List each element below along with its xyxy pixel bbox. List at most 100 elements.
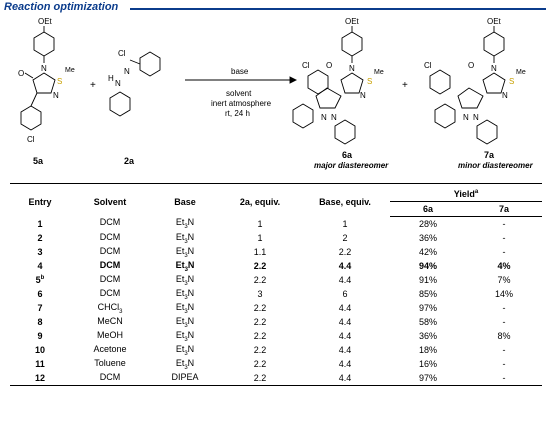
- product-6a-structure: OEt N O S Me N Cl N N 6a major diastereo…: [292, 17, 389, 170]
- svg-text:S: S: [509, 77, 514, 86]
- cell-yield-7a: -: [502, 233, 506, 243]
- cell-yield-6a: 91%: [418, 275, 437, 285]
- cell-base: Et3N: [175, 301, 195, 315]
- optimization-table: Entry Solvent Base 2a, equiv. Base, equi…: [10, 183, 542, 387]
- cell-yield-6a: 42%: [418, 247, 437, 257]
- svg-text:N: N: [491, 64, 497, 73]
- cell-base-equiv: 1: [342, 218, 348, 229]
- arrow-condition-time: rt, 24 h: [225, 109, 250, 118]
- cell-yield-7a: -: [502, 303, 506, 313]
- cell-base: Et3N: [175, 315, 195, 329]
- cell-solvent: DCM: [99, 287, 121, 298]
- cell-yield-7a: -: [502, 359, 506, 369]
- table-header-row: Entry Solvent Base 2a, equiv. Base, equi…: [10, 187, 542, 207]
- cell-2a-equiv: 2.2: [253, 331, 267, 341]
- cell-yield-6a: 18%: [418, 345, 437, 355]
- cell-solvent: DCM: [99, 259, 121, 270]
- reaction-scheme-drawing: OEt N O S Me N Cl 5a + Cl N H N 2a: [18, 17, 534, 170]
- svg-text:N: N: [115, 79, 121, 88]
- svg-text:S: S: [57, 77, 62, 86]
- svg-text:S: S: [367, 77, 372, 86]
- cell-yield-6a: 58%: [418, 317, 437, 327]
- cell-base: Et3N: [175, 343, 195, 357]
- header-entry: Entry: [28, 196, 52, 207]
- cell-base: Et3N: [175, 217, 195, 231]
- svg-text:Cl: Cl: [302, 61, 310, 70]
- svg-text:Cl: Cl: [118, 49, 126, 58]
- cell-base: Et3N: [175, 273, 195, 287]
- cell-base-equiv: 4.4: [338, 261, 352, 271]
- plus-sign-2: +: [402, 80, 408, 91]
- header-rule: [130, 8, 546, 10]
- cell-entry: 1: [37, 218, 43, 229]
- cell-2a-equiv: 1: [257, 218, 263, 229]
- cell-yield-6a: 97%: [418, 373, 437, 383]
- arrow-reagent-base: base: [231, 67, 249, 76]
- cell-base-equiv: 4.4: [338, 275, 352, 285]
- cell-base-equiv: 4.4: [338, 331, 352, 341]
- arrow-condition-atmosphere: inert atmosphere: [211, 99, 272, 108]
- cell-entry: 12: [34, 373, 45, 383]
- cell-entry: 7: [37, 303, 43, 313]
- reagent-5a-label: 5a: [33, 156, 44, 166]
- cell-solvent: MeCN: [97, 315, 123, 326]
- svg-text:O: O: [468, 61, 474, 70]
- svg-text:N: N: [321, 113, 327, 122]
- cell-solvent: DCM: [99, 245, 121, 256]
- cell-base: Et3N: [175, 329, 195, 343]
- svg-text:N: N: [349, 64, 355, 73]
- cell-base-equiv: 4.4: [338, 303, 352, 313]
- table-subheader-row: 6a 7a: [10, 201, 542, 217]
- cell-2a-equiv: 2.2: [253, 317, 267, 327]
- svg-text:N: N: [473, 113, 479, 122]
- cell-base: Et3N: [175, 259, 195, 273]
- plus-sign-1: +: [90, 80, 96, 91]
- cell-solvent: DCM: [99, 217, 121, 228]
- svg-text:N: N: [502, 91, 508, 100]
- product-6a-desc: major diastereomer: [314, 161, 389, 170]
- cell-base: Et3N: [175, 231, 195, 245]
- header-solvent: Solvent: [93, 196, 127, 207]
- cell-entry: 8: [37, 317, 43, 327]
- cell-entry: 3: [37, 247, 43, 257]
- cell-base-equiv: 4.4: [338, 345, 352, 355]
- reagent-2a-structure: Cl N H N 2a: [108, 49, 161, 166]
- reaction-arrow: base solvent inert atmosphere rt, 24 h: [185, 67, 298, 118]
- header-base-equiv: Base, equiv.: [319, 196, 371, 207]
- header-2a-equiv: 2a, equiv.: [239, 196, 281, 207]
- cell-2a-equiv: 1: [257, 233, 263, 243]
- arrow-condition-solvent: solvent: [226, 89, 252, 98]
- cell-entry: 2: [37, 233, 43, 243]
- svg-text:N: N: [53, 91, 59, 100]
- cell-solvent: MeOH: [96, 329, 123, 340]
- reagent-5a-structure: OEt N O S Me N Cl 5a: [18, 17, 75, 166]
- svg-text:H: H: [108, 74, 114, 83]
- entry-footnote: b: [40, 275, 45, 281]
- cell-yield-7a: -: [502, 373, 506, 383]
- cell-base: Et3N: [175, 357, 195, 371]
- cell-yield-7a: -: [502, 317, 506, 327]
- cell-entry: 6: [37, 289, 43, 299]
- svg-text:N: N: [463, 113, 469, 122]
- cell-2a-equiv: 1.1: [253, 247, 267, 257]
- yield-footnote-marker: a: [474, 189, 479, 195]
- svg-text:N: N: [331, 113, 337, 122]
- svg-text:N: N: [360, 91, 366, 100]
- section-title: Reaction optimization: [4, 1, 119, 13]
- svg-text:N: N: [124, 67, 130, 76]
- cell-2a-equiv: 2.2: [253, 303, 267, 313]
- product-6a-label: 6a: [342, 150, 353, 160]
- product-7a-label: 7a: [484, 150, 495, 160]
- cell-yield-7a: -: [502, 345, 506, 355]
- cell-solvent: DCM: [99, 231, 121, 242]
- cell-yield-7a: 7%: [497, 275, 511, 285]
- cell-base: Et3N: [175, 287, 195, 301]
